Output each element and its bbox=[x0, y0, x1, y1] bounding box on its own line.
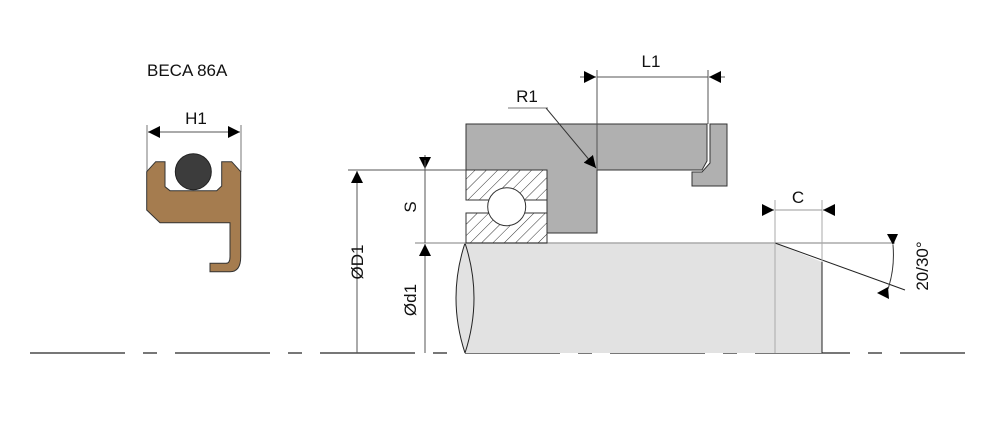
shaft-break-lines bbox=[455, 242, 475, 354]
profile-title: BECA 86A bbox=[147, 61, 228, 80]
inner-diameter-label: Ød1 bbox=[401, 284, 420, 316]
s-label: S bbox=[401, 201, 420, 212]
l1-label: L1 bbox=[642, 52, 661, 71]
outer-diameter-label: ØD1 bbox=[348, 245, 367, 280]
angle-arrow-top bbox=[887, 234, 898, 245]
seal-body bbox=[146, 161, 242, 273]
bearing bbox=[465, 169, 548, 244]
o-ring bbox=[174, 153, 212, 191]
angle-arrow-bottom bbox=[877, 287, 889, 299]
bearing-ball bbox=[487, 187, 527, 227]
angle-arc bbox=[887, 244, 894, 290]
shaft-body bbox=[456, 243, 822, 353]
r1-label: R1 bbox=[516, 87, 538, 106]
c-label: C bbox=[792, 188, 804, 207]
h1-label: H1 bbox=[185, 109, 207, 128]
chamfer-line bbox=[774, 242, 906, 291]
installed-seal bbox=[691, 123, 728, 187]
chamfer-angle-label: 20/30° bbox=[913, 241, 932, 290]
r1-leader bbox=[545, 107, 597, 169]
seal-profile: H1 bbox=[146, 109, 242, 273]
